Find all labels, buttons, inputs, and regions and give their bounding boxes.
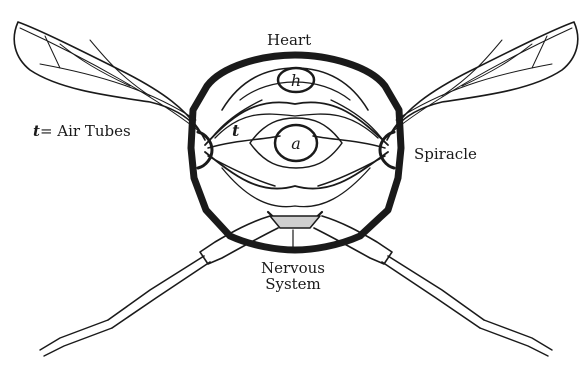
- air-tubes-text: = Air Tubes: [40, 122, 131, 140]
- heart-letter: h: [291, 71, 301, 90]
- muscle-band-lower: [205, 152, 388, 189]
- spiracle-right: [380, 132, 394, 168]
- right-leg-femur-2: [382, 262, 480, 328]
- spiracle-label: Spiracle: [414, 146, 477, 162]
- heart-label: Heart: [267, 32, 311, 48]
- organ-letter: a: [291, 134, 301, 153]
- air-tubes-symbol: t: [33, 122, 40, 140]
- right-leg-femur: [388, 256, 484, 320]
- left-leg-femur: [108, 256, 204, 320]
- nervous-system-line2: System: [258, 276, 328, 292]
- air-tube-left: [208, 136, 280, 148]
- left-wing-vein-5: [45, 36, 60, 68]
- right-wing: [387, 22, 578, 140]
- left-leg-tarsus: [40, 320, 108, 350]
- left-leg-femur-2: [112, 262, 210, 328]
- tube-marker: t: [232, 121, 240, 140]
- air-tube-left-2: [208, 156, 275, 186]
- air-tubes-label: t= Air Tubes: [33, 123, 131, 139]
- right-leg-tarsus: [484, 320, 552, 350]
- nervous-system-line1: Nervous: [258, 260, 328, 276]
- spiracle-left: [198, 132, 212, 168]
- right-wing-vein-5: [532, 36, 547, 68]
- air-tube-right: [313, 136, 385, 148]
- nerve-ganglion: [270, 216, 320, 228]
- nervous-system-label: Nervous System: [258, 260, 328, 292]
- right-wing-vein-1: [392, 28, 572, 132]
- left-wing-vein-1: [20, 28, 200, 132]
